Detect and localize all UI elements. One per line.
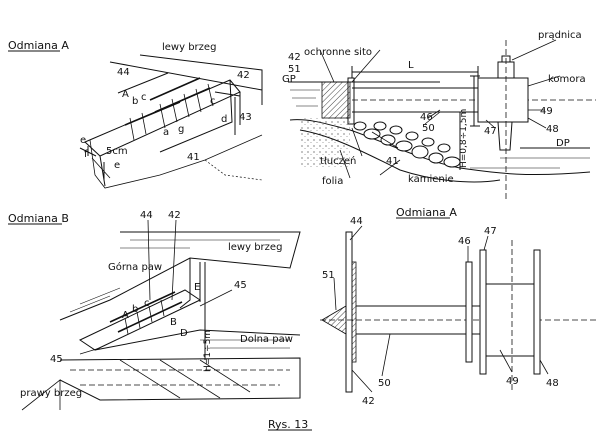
svg-text:c: c (210, 96, 216, 107)
label-51-plan: 51 (322, 270, 335, 281)
label-GP: GP (282, 74, 296, 85)
label-upper-water: Górna paw (108, 261, 162, 273)
flange-47 (479, 249, 487, 375)
label-DP: DP (556, 138, 570, 149)
label-42-plan: 42 (362, 396, 375, 407)
panel-variant-b-perspective: Odmiana B 44 42 lewy brzeg Górna paw 45 … (8, 210, 301, 411)
svg-text:E: E (194, 282, 200, 293)
svg-text:A: A (122, 89, 129, 100)
pipe (352, 87, 478, 113)
lower-slope (59, 329, 301, 401)
support-column (497, 121, 513, 151)
svg-text:B: B (170, 317, 177, 328)
label-47-plan: 47 (484, 226, 497, 237)
left-bank-edge (109, 54, 263, 105)
svg-text:e: e (80, 135, 86, 146)
label-44: 44 (117, 67, 130, 78)
label-42-b: 42 (168, 210, 181, 221)
panel-variant-a-perspective: Odmiana A lewy brzeg 44 42 43 41 A (8, 39, 263, 189)
panel-variant-a-section: 42 51 ochronne sito prądnica komora L GP… (282, 30, 596, 200)
flange-46 (465, 261, 473, 363)
flange-42 (345, 231, 353, 393)
label-gravel: tłuczeń (320, 155, 356, 167)
label-foil: folia (322, 176, 343, 187)
svg-text:A: A (122, 310, 129, 321)
screen-slats (124, 77, 214, 141)
label-50-section: 50 (422, 123, 435, 134)
upper-slope (59, 231, 301, 321)
channel-b (78, 289, 202, 351)
svg-text:b: b (132, 96, 138, 107)
panel-variant-a-plan: Odmiana A 51 44 46 47 50 42 49 48 (320, 206, 596, 407)
label-right-bank: prawy brzeg (20, 388, 82, 399)
label-45-b-top: 45 (234, 280, 247, 291)
svg-text:b: b (132, 304, 138, 315)
label-protective-screen: ochronne sito (304, 47, 372, 58)
label-H-b: H=1÷5m (203, 330, 213, 372)
figure-caption: Rys. 13 (268, 418, 308, 431)
svg-text:e: e (114, 160, 120, 171)
svg-text:D: D (180, 328, 188, 339)
channel-trough (84, 79, 241, 157)
label-41: 41 (187, 152, 200, 163)
label-48-section: 48 (546, 124, 559, 135)
label-stones: kamienie (408, 174, 454, 185)
label-left-bank-b: lewy brzeg (228, 242, 282, 253)
label-49-plan: 49 (506, 376, 519, 387)
label-L: L (408, 60, 414, 71)
label-45-b-bottom: 45 (50, 354, 63, 365)
label-47-section: 47 (484, 126, 497, 137)
label-lower-water: Dolna paw (240, 334, 293, 345)
svg-text:d: d (221, 114, 227, 125)
svg-text:f: f (84, 149, 88, 160)
label-44-plan: 44 (350, 216, 363, 227)
svg-text:a: a (163, 127, 169, 138)
svg-text:c: c (141, 92, 147, 103)
label-generator: prądnica (538, 30, 582, 41)
label-42: 42 (237, 70, 250, 81)
label-50-plan: 50 (378, 378, 391, 389)
label-5cm: 5cm (106, 146, 128, 157)
label-43: 43 (239, 112, 252, 123)
stones (353, 121, 461, 168)
label-41-section: 41 (386, 156, 399, 167)
label-44-b: 44 (140, 210, 153, 221)
label-48-plan: 48 (546, 378, 559, 389)
label-H-section: H=0,8÷1,5m (459, 109, 469, 168)
label-left-bank: lewy brzeg (162, 42, 216, 53)
label-46-plan: 46 (458, 236, 471, 247)
label-46-section: 46 (420, 112, 433, 123)
title-variant-b: Odmiana B (8, 212, 69, 225)
svg-text:g: g (178, 124, 184, 135)
bank-bottom-edge (89, 134, 263, 189)
chamber (477, 77, 529, 123)
label-42-section: 42 (288, 52, 301, 63)
svg-text:c: c (144, 298, 150, 309)
pipe-plan (356, 305, 480, 335)
label-chamber: komora (548, 74, 586, 85)
title-variant-a-bottom: Odmiana A (396, 206, 457, 219)
label-51-section: 51 (288, 64, 301, 75)
title-variant-a-top: Odmiana A (8, 39, 69, 52)
intake-screen (321, 81, 351, 119)
label-49-section: 49 (540, 106, 553, 117)
